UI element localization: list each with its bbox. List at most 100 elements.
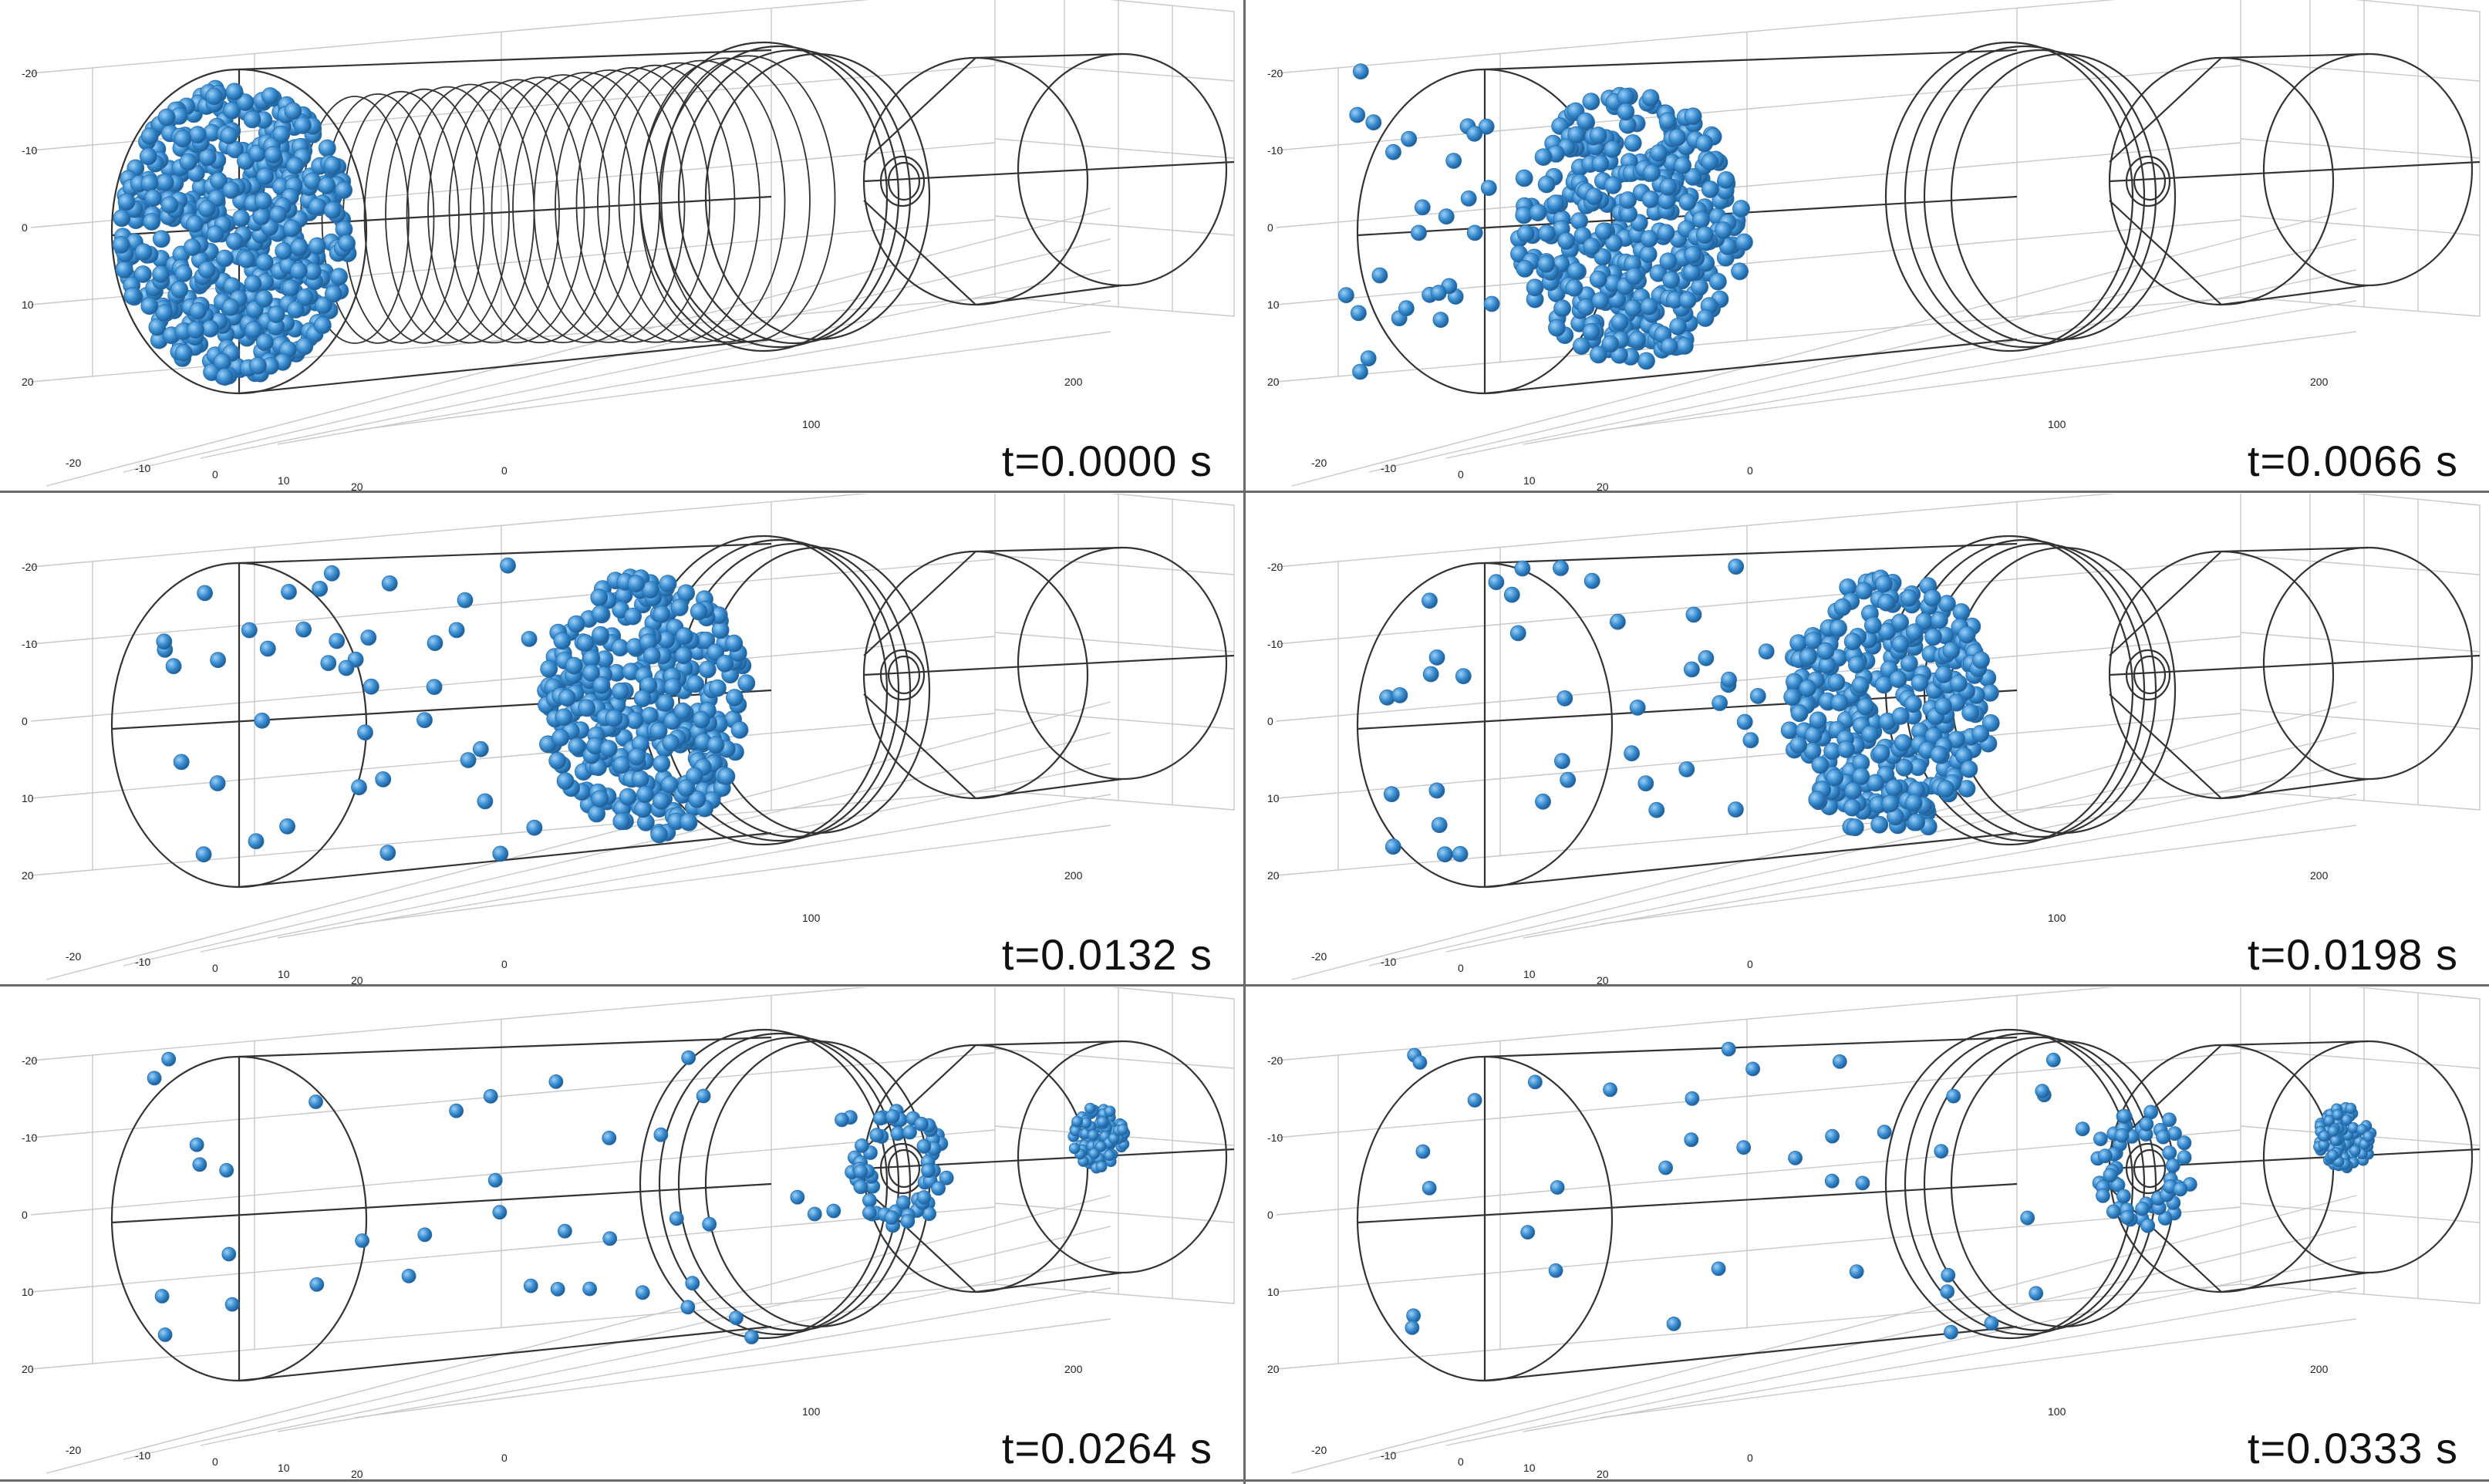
particle [1548, 1263, 1563, 1278]
particle [612, 812, 631, 831]
particle [241, 622, 258, 639]
particle [143, 213, 161, 231]
electrode-ring [677, 1036, 912, 1332]
particle [1577, 298, 1595, 316]
particle [1742, 732, 1759, 749]
y-axis-tick: 20 [22, 869, 34, 882]
particle [1383, 786, 1400, 803]
z-axis-tick: -10 [135, 956, 150, 968]
particle [1591, 292, 1610, 310]
gridline [1291, 207, 2357, 487]
gridline [994, 0, 1235, 317]
particle [1911, 673, 1929, 692]
y-axis-tick: -20 [1267, 561, 1283, 573]
gridline [30, 790, 996, 876]
particle [1712, 695, 1728, 711]
particle [790, 1189, 805, 1205]
particle [1923, 589, 1941, 607]
gridline [30, 1052, 996, 1138]
y-axis-tick: 20 [22, 1363, 34, 1375]
y-axis-tick: 10 [1267, 298, 1280, 311]
cylinder-edge [1484, 338, 2018, 395]
particle [1717, 170, 1735, 189]
particle [1881, 794, 1900, 813]
particle [1658, 1160, 1673, 1175]
coil-turn [555, 66, 710, 343]
x-axis-tick: 100 [2048, 912, 2066, 924]
x-axis-tick: 200 [1064, 869, 1083, 882]
particle [1809, 711, 1827, 730]
particle [284, 102, 302, 120]
particle [1534, 148, 1553, 167]
particle [1684, 167, 1702, 186]
y-axis-tick: 0 [22, 715, 28, 727]
particle [267, 305, 285, 324]
particle [154, 1289, 170, 1304]
particle [152, 265, 170, 283]
z-axis-tick: 20 [351, 974, 363, 984]
particle [254, 192, 272, 210]
particle [523, 1278, 538, 1293]
gridline [30, 558, 996, 645]
gridline [994, 1048, 1235, 1069]
particle [1905, 623, 1924, 642]
gridline [1276, 987, 2116, 1061]
particle [1711, 1261, 1726, 1277]
x-axis-tick: 200 [1064, 376, 1083, 388]
coil-turn [363, 88, 485, 344]
particle [295, 337, 314, 356]
y-axis-tick: 10 [22, 792, 34, 804]
y-axis-tick: 10 [1267, 792, 1280, 804]
particle [1674, 157, 1691, 175]
particle [170, 281, 189, 299]
particle [1894, 734, 1912, 752]
particle [144, 189, 163, 207]
gridline [994, 494, 1235, 811]
particle [1960, 760, 1978, 778]
cylinder-edge [238, 338, 772, 395]
cylinder-axis [111, 1182, 772, 1224]
gridline [2240, 632, 2481, 653]
particle [220, 126, 238, 145]
chamber-edge [975, 1271, 1123, 1293]
particle [255, 253, 274, 272]
particle [599, 740, 618, 758]
particle [686, 767, 703, 785]
chamber-axis [2109, 654, 2481, 676]
particle [2319, 1130, 2330, 1142]
gridline [354, 825, 1111, 925]
z-axis-tick: -20 [66, 950, 81, 963]
chamber-edge [2221, 1040, 2369, 1047]
particle [225, 232, 244, 251]
particle [286, 157, 304, 175]
gridline [2240, 1202, 2481, 1223]
cylinder-edge [238, 1036, 772, 1058]
time-label: t=0.0132 s [1001, 930, 1212, 979]
particle [417, 712, 433, 729]
particle [1941, 1267, 1956, 1283]
particle [1685, 606, 1702, 623]
particle [174, 344, 193, 363]
particle [1728, 558, 1745, 575]
particle [160, 196, 179, 214]
particle [335, 181, 353, 200]
particle [189, 1137, 204, 1152]
particle [1391, 686, 1408, 703]
particle [1570, 212, 1589, 230]
z-axis-tick: 10 [1523, 1462, 1536, 1474]
aperture-ring [879, 1142, 926, 1195]
particle [1799, 648, 1817, 666]
particle [338, 234, 356, 252]
gridline [1276, 1052, 2241, 1138]
particle [192, 1157, 207, 1172]
particle [1466, 125, 1483, 142]
x-axis-tick: 100 [802, 912, 821, 924]
particle [1557, 232, 1576, 250]
particle [1830, 619, 1847, 637]
z-axis-tick: -10 [135, 462, 150, 474]
particle [1628, 331, 1647, 349]
z-axis-tick: 20 [1597, 1468, 1609, 1478]
particle [2116, 1189, 2131, 1204]
gridline [994, 987, 1235, 1304]
particle-cloud [156, 557, 756, 863]
